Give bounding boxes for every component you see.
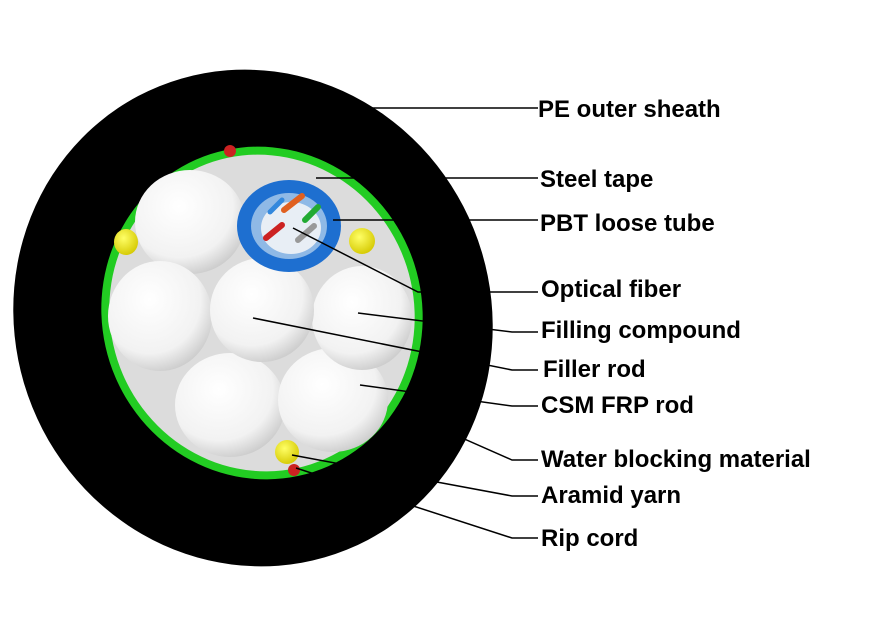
filler-rod [312,266,412,370]
filler-rod [108,261,212,371]
label-csm-frp-rod: CSM FRP rod [541,392,694,419]
filler-rods [108,170,412,457]
optical-fiber [302,204,321,223]
optical-fiber [263,222,285,241]
label-water-blocking-material: Water blocking material [541,446,811,473]
label-pe-outer-sheath: PE outer sheath [538,96,721,123]
aramid-yarn [349,228,375,254]
label-optical-fiber: Optical fiber [541,276,681,303]
filler-rod-center [210,258,314,362]
pbt-loose-tube [237,180,341,272]
cable-body [13,69,493,567]
aramid-yarn [275,440,299,464]
filler-rod [175,353,285,457]
filler-rod [135,170,245,274]
leader-water-blocking [409,414,538,461]
optical-fiber [295,223,317,243]
leader-csm-frp-rod [359,384,538,407]
leader-filler-rod [252,317,538,371]
label-rip-cord: Rip cord [541,525,638,552]
aramid-yarn [114,229,138,255]
label-filling-compound: Filling compound [541,317,741,344]
leader-rip-cord [295,467,538,539]
optical-fiber [267,197,285,215]
rip-cord [288,464,300,476]
optical-fiber [281,193,305,213]
label-pbt-loose-tube: PBT loose tube [540,210,715,237]
leader-lines [252,107,538,539]
optical-fibers [263,193,321,243]
label-aramid-yarn: Aramid yarn [541,482,681,509]
aramid-yarns [114,228,375,464]
leader-filling-compound [357,312,538,333]
leader-optical-fiber [292,227,538,293]
rip-cord [224,145,236,157]
label-filler-rod: Filler rod [543,356,646,383]
label-steel-tape: Steel tape [540,166,653,193]
leader-aramid-yarn [291,454,538,497]
labels: PE outer sheath Steel tape PBT loose tub… [538,96,811,552]
filler-rod [278,348,388,452]
rip-cords [224,145,300,476]
